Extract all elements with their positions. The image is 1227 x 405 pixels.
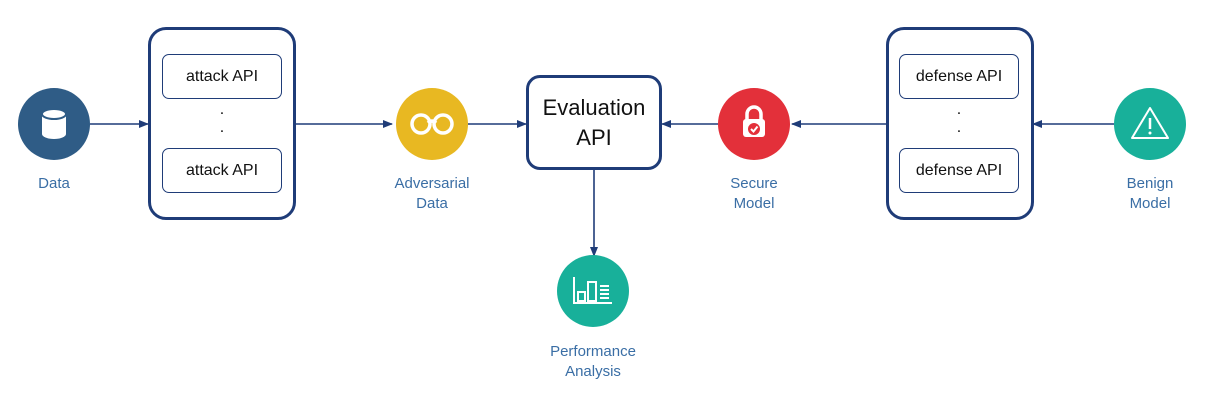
defense-api-box-bottom[interactable]: defense API	[899, 148, 1019, 193]
glasses-icon	[410, 113, 454, 135]
defense-dots: . .	[956, 101, 962, 136]
performance-analysis-node	[557, 255, 629, 327]
defense-api-box-top[interactable]: defense API	[899, 54, 1019, 99]
data-node	[18, 88, 90, 160]
data-label: Data	[38, 175, 70, 192]
database-icon	[41, 108, 67, 139]
secure-model-node	[718, 88, 790, 160]
lock-check-icon	[743, 105, 765, 137]
benign-model-node	[1114, 88, 1186, 160]
bar-chart-icon	[573, 277, 612, 304]
secure-model-label: Secure Model	[730, 175, 778, 212]
attack-api-box-bottom[interactable]: attack API	[162, 148, 282, 193]
performance-analysis-label: Performance Analysis	[550, 343, 636, 380]
adversarial-data-label: Adversarial Data	[394, 175, 470, 212]
attack-api-box-top[interactable]: attack API	[162, 54, 282, 99]
adversarial-data-node	[396, 88, 468, 160]
warning-icon	[1131, 107, 1169, 139]
evaluation-api-box[interactable]: Evaluation API	[526, 75, 662, 170]
attack-dots: . .	[219, 101, 225, 136]
benign-model-label: Benign Model	[1126, 175, 1174, 212]
